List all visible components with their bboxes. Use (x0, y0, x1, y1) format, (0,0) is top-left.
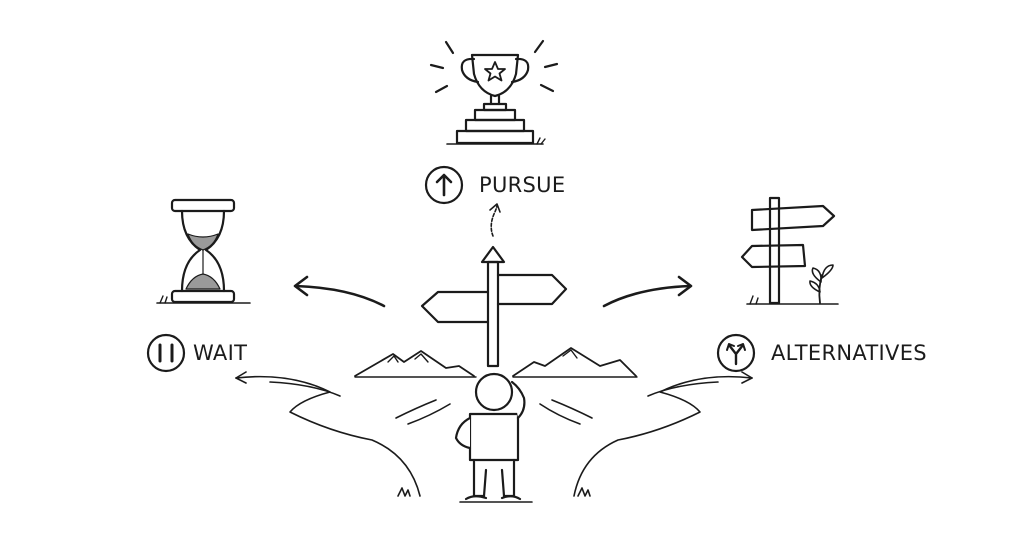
thinking-person (454, 372, 533, 503)
option-label-alternatives: ALTERNATIVES (771, 341, 927, 365)
fork-arrow-circle-icon (716, 333, 756, 373)
option-label-pursue: PURSUE (479, 173, 566, 197)
center-signpost (354, 245, 638, 378)
pursue-direction-arrow (489, 203, 501, 237)
winding-paths (235, 371, 753, 497)
signpost-icon (740, 196, 839, 305)
alternatives-direction-arrow (602, 275, 693, 308)
option-label-wait: WAIT (193, 341, 248, 365)
pause-circle-icon (146, 333, 186, 373)
wait-direction-arrow (293, 275, 386, 308)
up-arrow-circle-icon (424, 165, 464, 205)
hourglass-icon (156, 198, 251, 304)
trophy-icon (429, 39, 559, 145)
